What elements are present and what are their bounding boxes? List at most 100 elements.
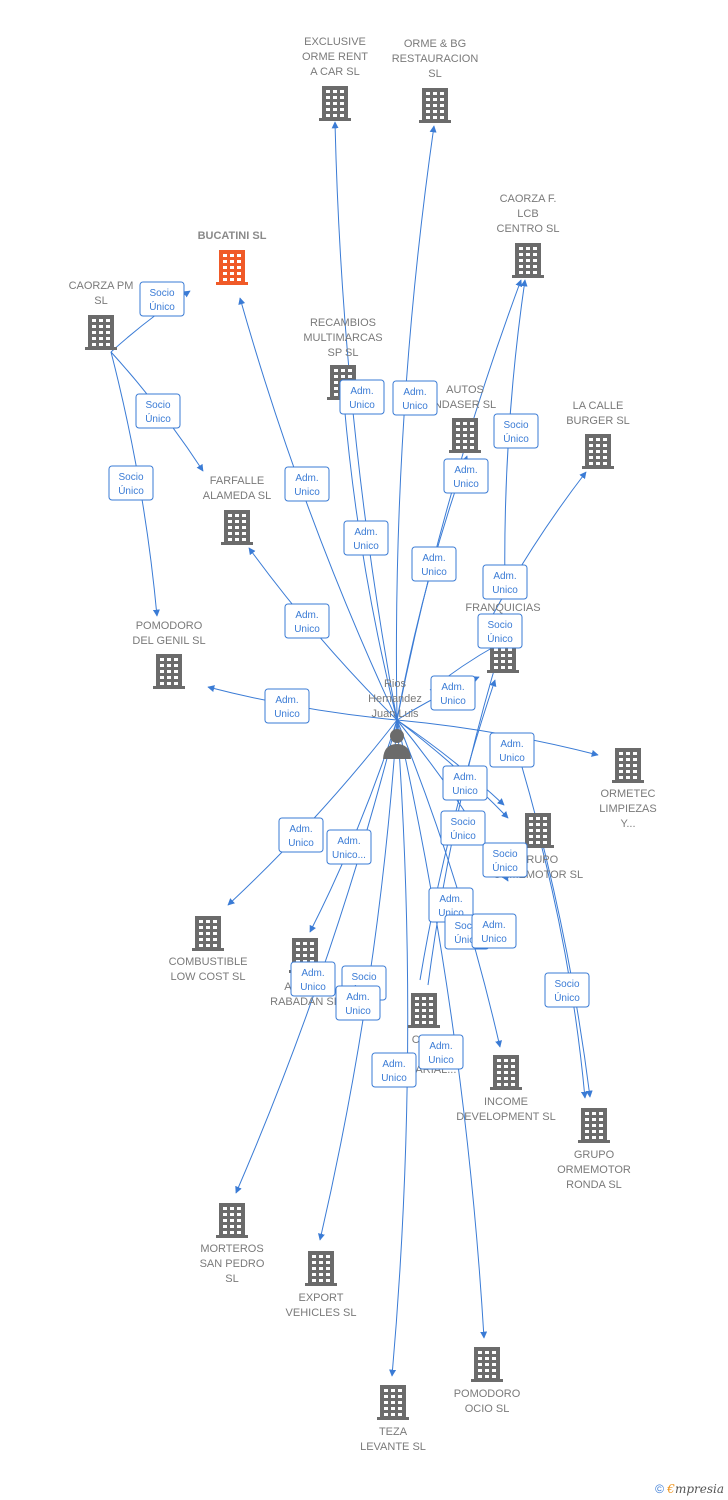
edge-label-person-pomodorogenil[interactable]: Adm.Unico bbox=[264, 688, 310, 724]
company-label: CAORZA PM bbox=[69, 280, 134, 292]
edge-label-text: Unico bbox=[381, 1073, 407, 1084]
edge-label-text: Socio bbox=[492, 849, 517, 860]
company-node-ormetec[interactable]: ORMETECLIMPIEZASY... bbox=[599, 748, 657, 830]
building-icon bbox=[471, 1347, 503, 1382]
building-icon bbox=[522, 813, 554, 848]
building-icon bbox=[216, 250, 248, 285]
building-icon bbox=[216, 1203, 248, 1238]
edge-label-text: Unico bbox=[353, 541, 379, 552]
company-label: DEL GENIL SL bbox=[132, 635, 205, 647]
edge-label-person-empresarial[interactable]: Adm.Unico bbox=[428, 887, 474, 923]
edge-label-text: Unico bbox=[294, 487, 320, 498]
edge-label-text: Único bbox=[503, 432, 529, 445]
edge-grupo-ronda bbox=[519, 759, 593, 1098]
edge-label-text: Adm. bbox=[354, 527, 377, 538]
edge-label-person-grupo[interactable]: Adm.Unico bbox=[442, 765, 488, 801]
edge-label-person-combustible[interactable]: Adm.Unico bbox=[278, 817, 324, 853]
building-icon bbox=[449, 418, 481, 453]
edge-label-text: Unico bbox=[274, 709, 300, 720]
company-label: RECAMBIOS bbox=[310, 317, 376, 329]
edge-label-person-bucatini[interactable]: Adm.Unico bbox=[284, 466, 330, 502]
edge-label-person-export[interactable]: Adm.Unico bbox=[335, 985, 381, 1021]
company-label: SL bbox=[94, 295, 107, 307]
building-icon bbox=[221, 510, 253, 545]
company-node-bucatini[interactable]: BUCATINI SL bbox=[198, 230, 267, 285]
building-icon bbox=[153, 654, 185, 689]
edge-person-grupo bbox=[396, 719, 505, 806]
company-node-caorzapm[interactable]: CAORZA PM SL bbox=[69, 280, 134, 350]
edge-person-bucatini bbox=[238, 297, 398, 721]
company-label: GRUPO bbox=[574, 1149, 615, 1161]
edge-label-person-agro[interactable]: Adm.Unico... bbox=[326, 829, 372, 865]
building-icon bbox=[490, 1055, 522, 1090]
company-label: POMODORO bbox=[454, 1388, 521, 1400]
edge-label-text: Adm. bbox=[301, 968, 324, 979]
edge-label-person-caorzaf[interactable]: Adm.Unico bbox=[411, 546, 457, 582]
company-label: Y... bbox=[620, 818, 635, 830]
edge-person-ormebg bbox=[395, 125, 437, 721]
edge-label-text: Unico bbox=[452, 786, 478, 797]
edge-label-text: Adm. bbox=[289, 824, 312, 835]
edge-label-person-ormebg[interactable]: Adm.Unico bbox=[392, 380, 438, 416]
edge-label-person-teza[interactable]: Adm.Unico bbox=[371, 1052, 417, 1088]
edge-person-exclusive bbox=[331, 121, 398, 721]
edge-label-text: Único bbox=[149, 300, 175, 313]
edge-label-text: Unico bbox=[492, 585, 518, 596]
edge-label-person-farfalle[interactable]: Adm.Unico bbox=[284, 603, 330, 639]
edge-label-person-autos[interactable]: Adm.Unico bbox=[443, 458, 489, 494]
edge-label-text: Único bbox=[145, 412, 171, 425]
edge-label-person-income[interactable]: Adm.Unico bbox=[471, 913, 517, 949]
edge-person-caorzaf bbox=[396, 279, 523, 721]
company-label: AUTOS bbox=[446, 384, 484, 396]
edge-label-person-ormetec[interactable]: Adm.Unico bbox=[489, 732, 535, 768]
brand-logo[interactable]: €mpresia bbox=[667, 1482, 724, 1496]
edge-label-person-recambios[interactable]: Adm.Unico bbox=[339, 379, 385, 415]
edge-label-text: Adm. bbox=[500, 739, 523, 750]
edge-label-text: Socio bbox=[450, 817, 475, 828]
company-node-autos[interactable]: AUTOS NDASER SL bbox=[434, 384, 496, 453]
company-label: NDASER SL bbox=[434, 399, 496, 411]
company-label: LCB bbox=[517, 208, 538, 220]
company-label: COMBUSTIBLE bbox=[169, 956, 248, 968]
edge-label-person-franquicias[interactable]: Adm.Unico bbox=[430, 675, 476, 711]
edge-label-text: Único bbox=[554, 991, 580, 1004]
edge-label-person-morteros[interactable]: Adm.Unico bbox=[290, 961, 336, 997]
edge-label-text: Adm. bbox=[295, 610, 318, 621]
company-label: RABADAN SL bbox=[270, 996, 340, 1008]
company-label: LA CALLE bbox=[573, 400, 624, 412]
edge-label-text: Unico bbox=[428, 1055, 454, 1066]
building-icon bbox=[377, 1385, 409, 1420]
edge-label-person-pomodoroocio[interactable]: Adm.Unico bbox=[418, 1034, 464, 1070]
company-label: ORMETEC bbox=[601, 788, 656, 800]
edge-label-person-exclusive[interactable]: Adm. Unico bbox=[343, 520, 389, 556]
edge-label-text: Adm. bbox=[441, 682, 464, 693]
company-node-pomodorogenil[interactable]: POMODORO DEL GENIL SL bbox=[132, 620, 206, 689]
company-label: FARFALLE bbox=[210, 475, 264, 487]
building-icon bbox=[319, 86, 351, 121]
building-icon bbox=[612, 748, 644, 783]
edge-label-person-lacalle[interactable]: Adm.Unico bbox=[482, 564, 528, 600]
company-label: POMODORO bbox=[136, 620, 203, 632]
